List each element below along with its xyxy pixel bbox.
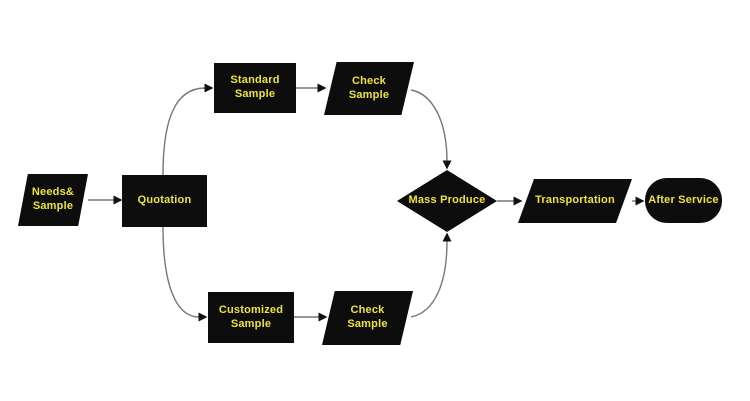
edge-quotation-to-standard bbox=[162, 83, 214, 176]
node-needs-sample-label: Needs& Sample bbox=[31, 186, 75, 212]
node-standard-sample-label: Standard Sample bbox=[230, 74, 280, 100]
node-quotation-label: Quotation bbox=[137, 194, 192, 207]
node-after-service-label: After Service bbox=[648, 193, 719, 206]
edge-check-top-to-mass-produce bbox=[410, 89, 452, 170]
node-transportation-label: Transportation bbox=[535, 194, 615, 207]
node-after-service: After Service bbox=[645, 178, 722, 223]
node-transportation: Transportation bbox=[518, 179, 632, 223]
node-mass-produce-label: Mass Produce bbox=[408, 194, 486, 207]
node-customized-sample-label: Customized Sample bbox=[218, 303, 284, 330]
edge-check-bottom-to-mass-produce bbox=[410, 232, 452, 318]
node-check-sample-bottom: Check Sample bbox=[322, 291, 413, 345]
node-quotation: Quotation bbox=[122, 175, 207, 227]
edge-quotation-to-customized bbox=[162, 226, 208, 322]
node-check-sample-top: Check Sample bbox=[324, 62, 414, 115]
node-standard-sample: Standard Sample bbox=[214, 63, 296, 113]
node-needs-sample: Needs& Sample bbox=[18, 174, 88, 226]
node-check-sample-bottom-label: Check Sample bbox=[347, 304, 388, 330]
node-customized-sample: Customized Sample bbox=[208, 292, 294, 343]
node-check-sample-top-label: Check Sample bbox=[348, 74, 390, 101]
